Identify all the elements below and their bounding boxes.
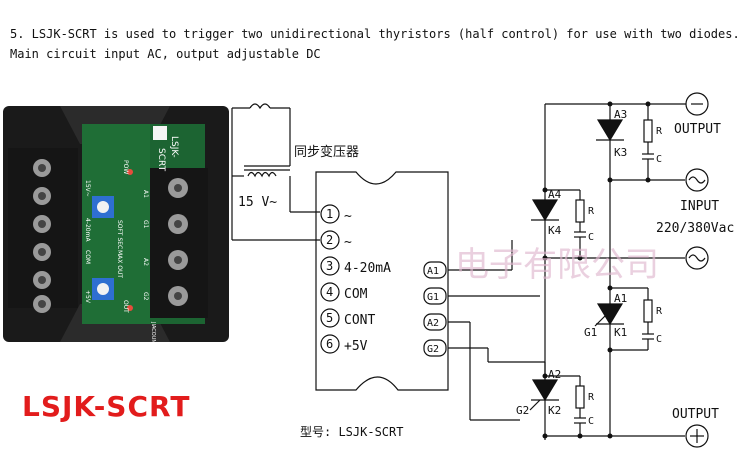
label-r-4: R — [588, 392, 595, 403]
output-top-label: OUTPUT — [674, 122, 721, 137]
diode-d4-icon — [531, 199, 559, 222]
board-text-1: LSJK- — [169, 136, 179, 158]
thyristor-t1-icon — [596, 303, 624, 326]
pin-6-num: 6 — [326, 337, 333, 351]
label-c-2: C — [588, 232, 594, 243]
watermark-text: 电子有限公司 — [455, 245, 659, 285]
pin-3-num: 3 — [326, 259, 333, 273]
label-r-2: R — [588, 206, 595, 217]
board-5v-mark: +5V — [84, 290, 91, 304]
label-g2: G2 — [516, 404, 529, 417]
board-out-mark: OUT — [122, 300, 129, 313]
label-r-1: R — [656, 126, 663, 137]
diode-d3-icon — [596, 119, 624, 142]
board-pin-g2: G2 — [142, 292, 149, 301]
transformer-label: 同步变压器 — [294, 144, 359, 160]
board-15v-mark: 15V~ — [84, 180, 91, 197]
pin-1-label: ~ — [344, 209, 352, 224]
input-voltage: 220/380Vac — [656, 221, 734, 236]
board-max-mark: MAX OUT — [116, 250, 123, 278]
output-bottom-label: OUTPUT — [672, 407, 719, 422]
input-label: INPUT — [680, 199, 719, 214]
label-a3: A3 — [614, 108, 627, 121]
pin-4-num: 4 — [326, 285, 333, 299]
label-c-1: C — [656, 154, 662, 165]
pow-led-icon — [127, 169, 133, 175]
board-pow-mark: POW — [122, 160, 129, 174]
pin-2-label: ~ — [344, 235, 352, 250]
label-c-4: C — [588, 416, 594, 427]
board-brand: JIACOUNT — [150, 321, 156, 347]
label-a2: A2 — [548, 368, 561, 381]
product-photo: LSJK- SCRT POW OUT SOFT SEC MAX OUT 4-20… — [3, 106, 229, 347]
pin-6-label: +5V — [344, 339, 368, 354]
thyristor-t2-icon — [531, 379, 559, 402]
pin-a2-label: A2 — [427, 318, 439, 329]
pin-g2-label: G2 — [427, 344, 439, 355]
right-terminals — [168, 178, 188, 306]
board-range-mark: 4-20mA — [84, 218, 91, 242]
board-pin-a2: A2 — [142, 258, 149, 266]
model-label: LSJK-SCRT — [22, 390, 191, 423]
label-k2: K2 — [548, 404, 561, 417]
pin-4-label: COM — [344, 287, 368, 302]
label-r-3: R — [656, 306, 663, 317]
pin-3-label: 4-20mA — [344, 261, 391, 276]
board-pin-a1: A1 — [142, 190, 149, 198]
label-c-3: C — [656, 334, 662, 345]
caption-text: 5. LSJK-SCRT is used to trigger two unid… — [10, 27, 740, 61]
label-g1: G1 — [584, 326, 597, 339]
label-a1: A1 — [614, 292, 627, 305]
label-a4: A4 — [548, 188, 562, 201]
model-caption: 型号: LSJK-SCRT — [300, 425, 403, 439]
label-k1: K1 — [614, 326, 627, 339]
pin-2-num: 2 — [326, 233, 333, 247]
pin-a1-label: A1 — [427, 266, 439, 277]
pin-5-label: CONT — [344, 313, 375, 328]
board-text-2: SCRT — [156, 148, 166, 172]
label-k4: K4 — [548, 224, 562, 237]
pin-g1-label: G1 — [427, 292, 439, 303]
pin-1-num: 1 — [326, 207, 333, 221]
board-soft-mark: SOFT SEC — [116, 220, 123, 249]
pin-5-num: 5 — [326, 311, 333, 325]
out-led-icon — [127, 305, 133, 311]
board-com-mark: COM — [84, 250, 91, 264]
label-k3: K3 — [614, 146, 627, 159]
left-terminals — [33, 159, 51, 313]
board-pin-g1: G1 — [142, 220, 149, 229]
transformer-voltage: 15 V~ — [238, 195, 277, 210]
